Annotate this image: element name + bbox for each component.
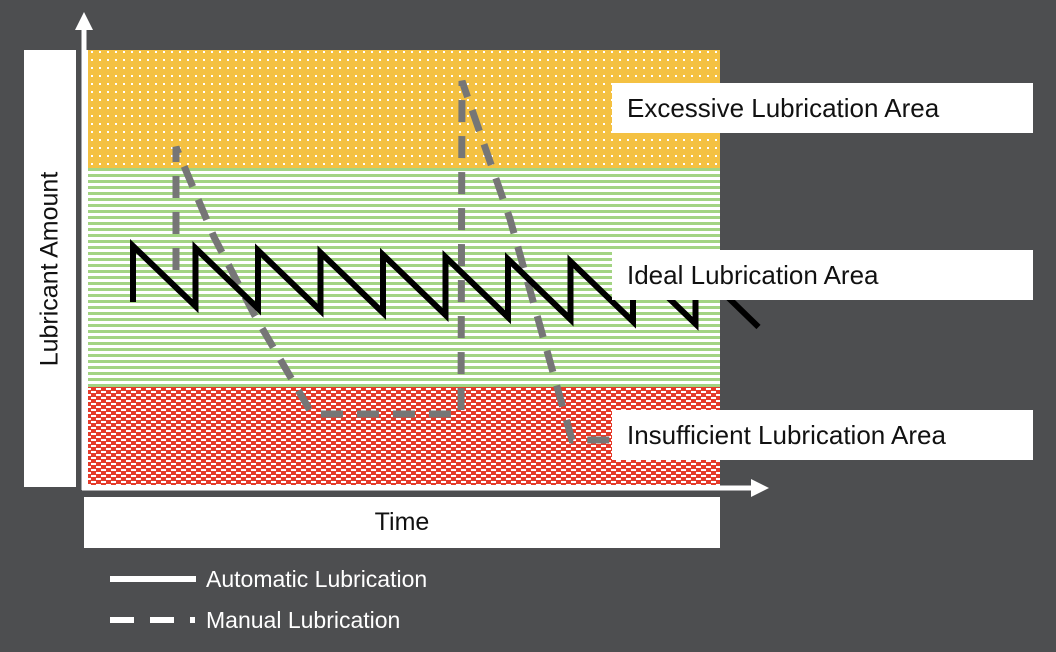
legend-label-manual: Manual Lubrication <box>206 606 401 633</box>
legend-label-automatic: Automatic Lubrication <box>206 565 428 592</box>
x-axis-arrow-icon <box>751 479 769 497</box>
manual-lubrication-line <box>172 79 612 444</box>
y-axis-label-box: Lubricant Amount <box>24 50 76 487</box>
legend-item-manual: Manual Lubrication <box>110 605 400 635</box>
y-axis-label: Lubricant Amount <box>35 171 64 366</box>
y-axis-arrow-icon <box>75 12 93 30</box>
zone-label-ideal: Ideal Lubrication Area <box>612 250 1033 300</box>
legend-item-automatic: Automatic Lubrication <box>110 564 427 594</box>
x-axis-label: Time <box>84 497 720 548</box>
zone-label-insufficient: Insufficient Lubrication Area <box>612 410 1033 460</box>
solid-line-icon <box>110 576 196 582</box>
dashed-line-icon <box>110 617 195 623</box>
zone-label-excessive: Excessive Lubrication Area <box>612 83 1033 133</box>
